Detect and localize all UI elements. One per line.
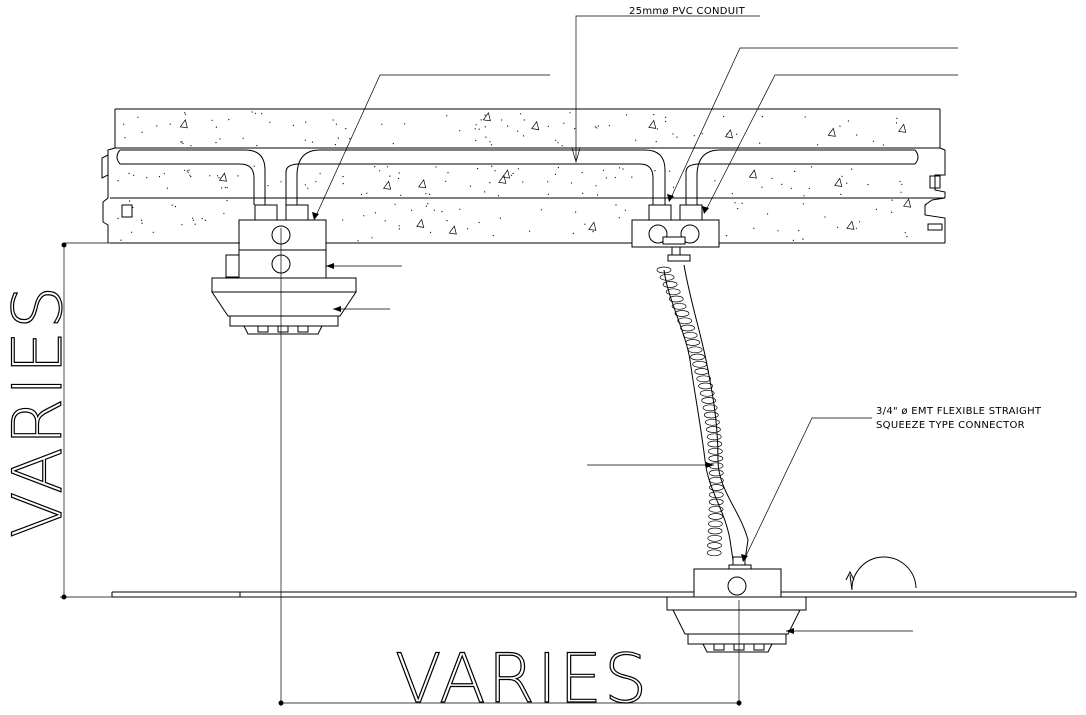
left-smoke-detector xyxy=(211,277,357,335)
conduit-label: 25mmø PVC CONDUIT xyxy=(629,6,746,17)
leader-lines xyxy=(312,15,958,634)
horizontal-dimension xyxy=(278,228,742,706)
lower-smoke-detector xyxy=(666,556,807,653)
right-junction-box xyxy=(631,204,720,248)
concrete-slab xyxy=(101,108,946,244)
vertical-dimension xyxy=(60,242,240,600)
suspended-ceiling-line xyxy=(111,591,1077,598)
connector-label-line2: SQUEEZE TYPE CONNECTOR xyxy=(876,420,1025,431)
horizontal-dimension-label: VARIES xyxy=(395,640,649,715)
flexible-conduit xyxy=(656,247,749,561)
left-junction-box xyxy=(225,204,327,279)
concrete-aggregate-hatch xyxy=(117,111,927,242)
connector-label-line1: 3/4" ø EMT FLEXIBLE STRAIGHT xyxy=(876,406,1042,417)
access-door-swing-symbol xyxy=(845,556,917,591)
pvc-conduit-run xyxy=(116,149,919,205)
vertical-dimension-label: VARIES xyxy=(0,284,78,538)
